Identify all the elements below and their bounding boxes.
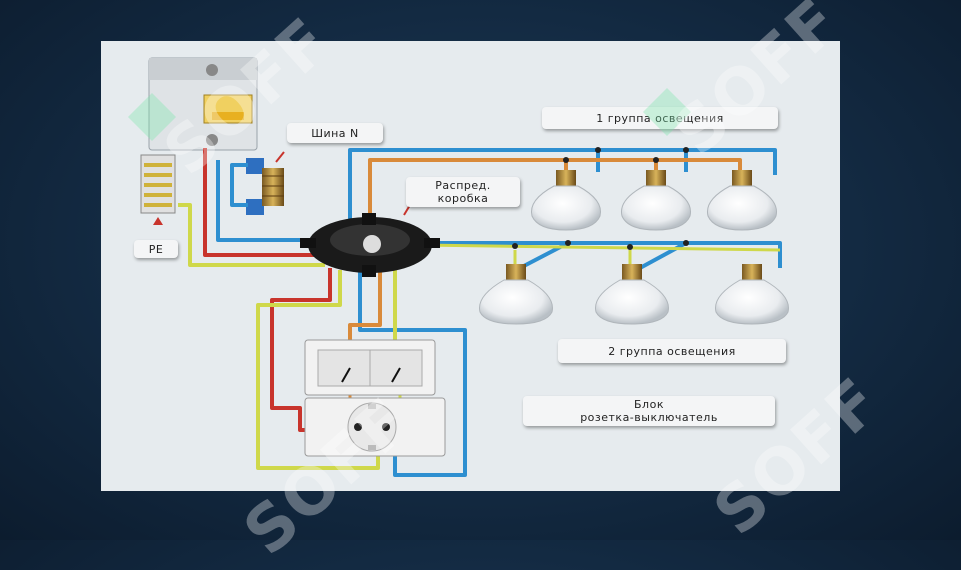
light-bulb-icon: [620, 170, 692, 231]
circuit-breaker-icon: [148, 57, 258, 151]
label-pe: PE: [134, 240, 178, 258]
slide: 1 группа освещения Шина N Распред. короб…: [101, 41, 840, 491]
lamp-group-1: [530, 170, 778, 231]
light-bulb-icon: [530, 170, 602, 231]
label-group-1: 1 группа освещения: [542, 107, 778, 129]
light-bulb-icon: [706, 170, 778, 231]
lamp-group-2: [479, 264, 789, 325]
junction-box-icon: [300, 204, 440, 277]
label-junction-box: Распред. коробка: [406, 177, 520, 207]
pe-terminal-icon: [140, 154, 176, 225]
label-bus-n: Шина N: [287, 123, 383, 143]
label-group-2: 2 группа освещения: [558, 339, 786, 363]
double-switch-icon: [304, 339, 436, 396]
light-bulb-icon: [595, 264, 669, 325]
socket-icon: [304, 397, 446, 457]
light-bulb-icon: [479, 264, 553, 325]
wire-joints: [512, 147, 689, 250]
light-bulb-icon: [715, 264, 789, 325]
wiring-diagram: [140, 57, 789, 477]
wires: [178, 148, 782, 477]
bus-bar-icon: [246, 151, 285, 215]
label-block: Блок розетка-выключатель: [523, 396, 775, 426]
